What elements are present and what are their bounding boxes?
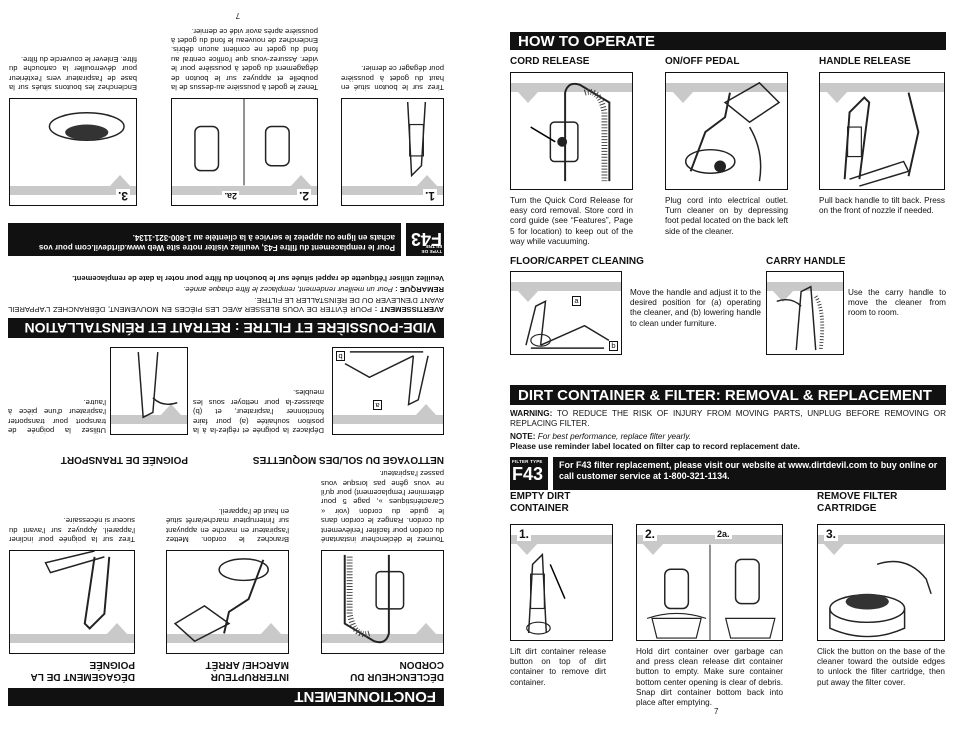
step2a-number: 2a. [715, 529, 732, 539]
handle-release-heading: HANDLE RELEASE [819, 56, 911, 67]
step2-text-fr: Tenez le godet à poussière au-dessus de … [171, 26, 318, 92]
cord-release-image [510, 72, 633, 190]
transport-text: Utilisez la poignée de transport pour tr… [8, 397, 106, 435]
step3-image-fr: 3. [9, 98, 137, 206]
filter-code: F43 [512, 464, 544, 484]
replacement-info-text-fr: Pour le remplacement du filtre F43, veui… [38, 233, 395, 252]
step2-image-fr: 2. 2a. [171, 98, 318, 206]
label-b: b [609, 341, 618, 351]
step2-text: Hold dirt container over garbage can and… [636, 647, 783, 708]
page-number-fr: 7 [235, 11, 240, 20]
empty-container-heading: EMPTY DIRT CONTAINER [510, 491, 571, 514]
handle-release-image [819, 72, 945, 190]
step1-number: 1. [517, 527, 532, 541]
floor-carpet-text: Move the handle and adjust it to the des… [630, 288, 761, 328]
transport-image [110, 347, 188, 435]
step2-image: 2. 2a. [636, 524, 783, 641]
note-text: NOTE: For best performance, replace filt… [510, 432, 946, 442]
warning-body: TO REDUCE THE RISK OF INJURY FROM MOVING… [510, 409, 946, 429]
cordon-text: Tournez le déclencheur instantané du cor… [321, 469, 444, 544]
label-a: a [572, 296, 581, 306]
filter-type-badge-fr: TYPE DE FILTRE F43 [406, 223, 444, 256]
warning-label: WARNING: [510, 409, 553, 418]
cordon-heading: DÉCLENCHEUR DU CORDON [350, 659, 444, 682]
note-body: For best performance, replace filter yea… [535, 432, 691, 441]
replacement-info-text: For F43 filter replacement, please visit… [559, 460, 938, 481]
vide-poussiere-title: VIDE-POUSSIÈRE ET FILTRE : RETRAIT ET RÉ… [24, 320, 436, 336]
filter-type-label: FILTER TYPE [512, 459, 543, 464]
english-page: HOW TO OPERATE CORD RELEASE Turn the Qui… [477, 0, 954, 738]
carry-handle-image [766, 271, 844, 355]
remove-filter-heading: REMOVE FILTER CARTRIDGE [817, 491, 898, 514]
step3-number: 3. [824, 527, 839, 541]
note-label: NOTE: [510, 432, 536, 441]
step3-image: 3. [817, 524, 945, 641]
filter-type-badge: FILTER TYPE F43 [510, 457, 548, 490]
step1-image: 1. [510, 524, 613, 641]
how-to-operate-title: HOW TO OPERATE [518, 32, 655, 50]
label-a-fr: a [373, 400, 382, 410]
label-b-fr: b [336, 351, 345, 361]
french-page: FONCTIONNEMENT DÉCLENCHEUR DU CORDON Tou… [8, 11, 444, 706]
carry-handle-text: Use the carry handle to move the cleaner… [848, 288, 946, 318]
dirt-container-title: DIRT CONTAINER & FILTER: REMOVAL & REPLA… [518, 386, 932, 404]
cord-release-text: Turn the Quick Cord Release for easy cor… [510, 196, 633, 246]
step1-image-fr: 1. [341, 98, 444, 206]
page-number: 7 [714, 707, 719, 716]
step1-text-fr: Tirez sur le bouton situé en haut du god… [341, 64, 444, 92]
dirt-container-header: DIRT CONTAINER & FILTER: REMOVAL & REPLA… [510, 385, 946, 405]
handle-release-text: Pull back handle to tilt back. Press on … [819, 196, 945, 216]
vide-poussiere-header: VIDE-POUSSIÈRE ET FILTRE : RETRAIT ET RÉ… [8, 318, 444, 338]
nettoyage-image: a b [332, 347, 444, 435]
replacement-info-box-fr: Pour le remplacement du filtre F43, veui… [8, 223, 401, 256]
warning-text: WARNING: TO REDUCE THE RISK OF INJURY FR… [510, 409, 946, 429]
filter-code-fr: F43 [410, 229, 442, 249]
replacement-info-box: For F43 filter replacement, please visit… [553, 457, 946, 490]
on-off-pedal-text: Plug cord into electrical outlet. Turn c… [665, 196, 788, 236]
interrupteur-heading: INTERRUPTEUR MARCHE/ ARRÊT [205, 659, 289, 682]
nettoyage-text: Déplacez la poignée et réglez-la à la po… [193, 388, 324, 435]
remarque-body: Pour un meilleur rendement, remplacez le… [183, 285, 396, 294]
floor-carpet-image: a b [510, 271, 622, 355]
reminder-fr: Veuillez utiliser l'étiquette de rappel … [72, 274, 444, 283]
step1-text: Lift dirt container release button on to… [510, 647, 606, 687]
fonctionnement-title: FONCTIONNEMENT [294, 688, 436, 706]
remarque-label: REMARQUE : [395, 285, 444, 294]
on-off-pedal-heading: ON/OFF PEDAL [665, 56, 740, 67]
floor-carpet-heading: FLOOR/CARPET CLEANING [510, 256, 644, 267]
on-off-pedal-image [665, 72, 788, 190]
poignee-image [9, 550, 135, 654]
interrupteur-image [166, 550, 289, 654]
poignee-heading: DÉGAGEMENT DE LA POIGNÉE [30, 659, 135, 682]
cord-release-heading: CORD RELEASE [510, 56, 590, 67]
nettoyage-heading: NETTOYAGE DU SOL/DES MOQUETTES [252, 454, 444, 465]
interrupteur-text: Branchez le cordon. Mettez l'aspirateur … [166, 506, 289, 544]
remarque-text: REMARQUE : Pour un meilleur rendement, r… [8, 285, 444, 294]
carry-handle-heading: CARRY HANDLE [766, 256, 846, 267]
how-to-operate-header: HOW TO OPERATE [510, 32, 946, 50]
reminder-text: Please use reminder label located on fil… [510, 442, 800, 451]
step2-number: 2. [643, 527, 658, 541]
transport-heading: POIGNÉE DE TRANSPORT [60, 454, 188, 465]
avertissement-text: AVERTISSEMENT : POUR ÉVITER DE VOUS BLES… [8, 295, 444, 314]
step3-text-fr: Enclenchez les boutons situés sur la bas… [9, 54, 137, 92]
cordon-image [321, 550, 444, 654]
step3-text: Click the button on the base of the clea… [817, 647, 945, 687]
fonctionnement-header: FONCTIONNEMENT [8, 688, 444, 706]
avertissement-label: AVERTISSEMENT : [374, 305, 444, 314]
poignee-text: Tirez sur la poignée pour incliner l'app… [9, 516, 135, 544]
